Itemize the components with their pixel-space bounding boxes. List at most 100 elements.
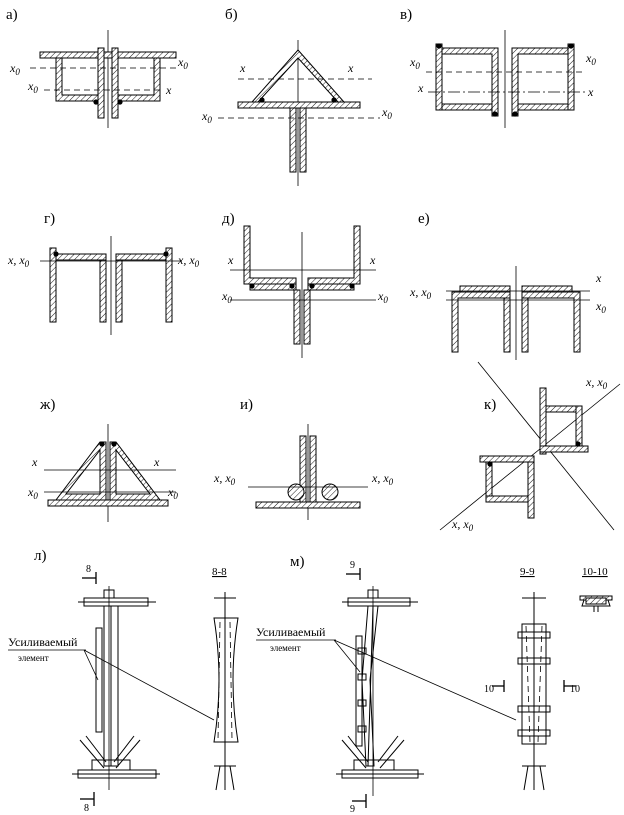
panel-i-label: и)	[240, 397, 253, 413]
lower-flange-bottom	[485, 495, 529, 503]
axis-label: x	[239, 61, 246, 75]
weld	[259, 97, 265, 103]
section-title: 9-9	[520, 566, 535, 578]
axis-label: x0	[221, 289, 232, 305]
panel-l: л) 8 8 Усиливаемый элемент 8-8	[8, 548, 239, 814]
tee-flange	[237, 101, 361, 109]
spacer	[357, 725, 367, 733]
left-angle-void	[64, 448, 101, 495]
round-bar	[321, 483, 339, 501]
leader-line	[83, 649, 215, 721]
base-flange	[255, 501, 361, 509]
weld	[436, 43, 442, 49]
section-10-body	[581, 599, 611, 607]
right-web	[521, 297, 529, 353]
axis-label: x	[587, 85, 594, 99]
axis-label: x, x0	[371, 471, 394, 487]
left-bottom	[441, 103, 493, 111]
weld	[289, 283, 295, 289]
right-channel	[521, 291, 581, 353]
brace	[379, 739, 405, 769]
cut-number: 10	[484, 684, 494, 695]
panel-d-label: д)	[222, 211, 235, 227]
axis-label: x0	[167, 485, 178, 501]
weld	[331, 97, 337, 103]
tee-web-left	[289, 107, 297, 173]
bent-column-web	[367, 605, 374, 767]
right-bottom	[517, 103, 569, 111]
axis-label: x	[153, 455, 160, 469]
brace	[115, 739, 141, 769]
callout-text: Усиливаемый	[256, 625, 326, 639]
panel-e-label: е)	[418, 211, 430, 227]
brace	[341, 739, 367, 769]
callout-text: элемент	[270, 643, 301, 653]
panel-v-label: в)	[400, 7, 412, 23]
axis-label: x0	[409, 55, 420, 71]
left-channel	[243, 225, 297, 285]
panel-d: д) x x x0 x0	[221, 211, 388, 358]
weld	[99, 441, 105, 447]
base-flange	[47, 499, 169, 507]
panel-k-label: к)	[484, 397, 496, 413]
axis-label: x	[165, 83, 172, 97]
axis-label: x, x0	[409, 285, 432, 301]
batten-plates	[517, 631, 551, 737]
tee-web-right	[299, 107, 307, 173]
lower-plate	[479, 455, 535, 463]
right-angle-void	[115, 448, 152, 495]
section-number: 8	[86, 564, 91, 575]
panel-i: и) x, x0 x, x0	[213, 397, 394, 520]
axis-label: x	[595, 271, 602, 285]
axis-label: x0	[377, 289, 388, 305]
axis-label: x0	[177, 55, 188, 71]
spacer	[357, 647, 367, 655]
panel-zh-label: ж)	[39, 397, 55, 413]
panel-a: а) x0 x0 x0 x	[6, 7, 188, 128]
axis-label: x, x0	[177, 253, 200, 269]
callout-text: Усиливаемый	[8, 635, 78, 649]
axis-label: x	[417, 81, 424, 95]
reinforcement-plate	[95, 627, 103, 733]
section-title: 10-10	[582, 566, 608, 578]
weld	[111, 441, 117, 447]
hidden-line	[525, 625, 531, 743]
right-cap	[115, 253, 167, 261]
axis-label: x	[227, 253, 234, 267]
lower-web	[527, 455, 535, 519]
weld	[487, 461, 493, 467]
spacer	[357, 673, 367, 681]
panel-g: г) x, x0 x, x0	[7, 211, 200, 335]
axis-label: x0	[585, 51, 596, 67]
panel-m-label: м)	[290, 554, 305, 570]
right-leg-outer	[165, 247, 173, 323]
right-channel	[117, 57, 161, 102]
reinforced-section	[213, 617, 239, 743]
hidden-line	[537, 625, 543, 743]
axis-label: x	[31, 455, 38, 469]
panel-g-label: г)	[44, 211, 55, 227]
section-title: 8-8	[212, 566, 227, 578]
right-channel	[307, 225, 361, 285]
round-bar	[287, 483, 305, 501]
brace	[85, 735, 107, 763]
axis-label: x0	[9, 61, 20, 77]
brace	[113, 735, 135, 763]
section-10-core	[585, 597, 607, 605]
weld	[309, 283, 315, 289]
left-leg-outer	[49, 247, 57, 323]
panel-v: в) x0 x0 x x	[400, 7, 596, 128]
weld	[53, 251, 59, 257]
axis-label: x, x0	[585, 375, 608, 391]
left-leg-inner	[99, 259, 107, 323]
web-left	[293, 289, 301, 345]
web-left	[97, 47, 105, 119]
upper-flange-top	[545, 405, 581, 413]
panel-a-label: а)	[6, 7, 18, 23]
right-plate	[567, 43, 575, 111]
left-flange	[249, 283, 297, 291]
hidden-line	[229, 621, 233, 741]
web-right	[309, 435, 317, 503]
brace	[79, 739, 105, 769]
weld	[349, 283, 355, 289]
